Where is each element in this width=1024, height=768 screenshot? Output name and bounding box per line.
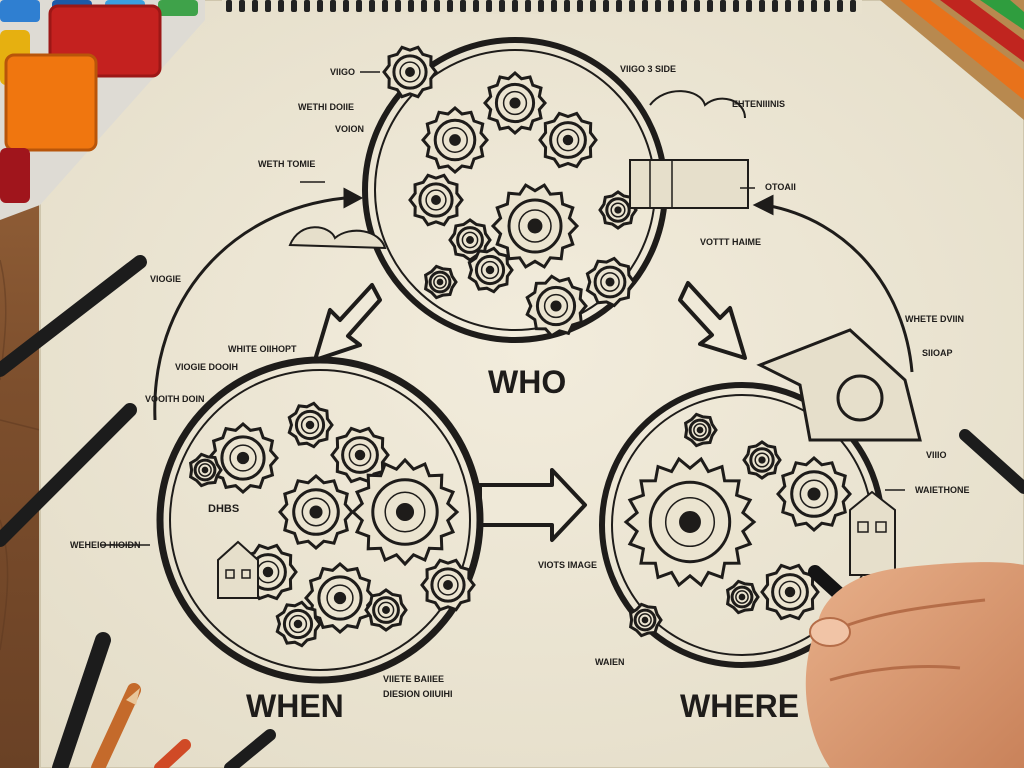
annotation-label: WETHI DOIIE xyxy=(298,102,354,112)
gear-icon xyxy=(350,457,460,567)
annotation-label: DIESION OIIUIHI xyxy=(383,689,453,699)
annotation-label: VIIGO xyxy=(330,67,355,77)
gear-icon xyxy=(382,45,438,99)
who-label: WHO xyxy=(488,364,566,400)
gear-icon xyxy=(483,71,547,135)
annotation-label: VIIETE BAIIEE xyxy=(383,674,444,684)
gear-icon xyxy=(207,422,279,494)
connector-arrows xyxy=(313,281,747,542)
annotation-label: VIIIO xyxy=(926,450,947,460)
annotation-label: WAIEN xyxy=(595,657,625,667)
annotation-label: DHBS xyxy=(208,503,239,515)
sketch-pencils xyxy=(0,255,276,768)
gear-icon xyxy=(304,562,376,634)
gear-icon xyxy=(278,474,354,550)
gear-icon xyxy=(364,588,408,632)
right-pencil xyxy=(959,429,1024,494)
paint-palette xyxy=(0,0,205,220)
gear-icon xyxy=(628,602,663,638)
leader-lines xyxy=(100,71,905,546)
gear-icon xyxy=(538,111,598,169)
gear-icon xyxy=(598,190,638,230)
where-gear-cluster xyxy=(599,328,922,668)
gear-icon xyxy=(623,456,757,588)
gear-icon xyxy=(725,579,760,615)
annotation-label: VIOGIE DOOIH xyxy=(175,362,238,372)
spiral-loops xyxy=(226,0,856,12)
drawing-hand xyxy=(805,562,1024,768)
gear-icon xyxy=(760,563,820,621)
gear-icon xyxy=(683,412,718,448)
when-label: WHEN xyxy=(246,688,344,724)
who-gear-cluster xyxy=(288,37,749,343)
annotation-label: OTOAII xyxy=(765,182,796,192)
where-label: WHERE xyxy=(680,688,799,724)
gear-icon xyxy=(585,256,636,308)
annotation-label: VOION xyxy=(335,124,364,134)
gear-icon xyxy=(330,426,390,484)
gear-icon xyxy=(188,452,223,488)
annotation-label: VOOITH DOIN xyxy=(145,394,205,404)
gear-icon xyxy=(423,264,458,300)
annotation-label: VIIGO 3 SIDE xyxy=(620,64,676,74)
gear-icon xyxy=(490,183,580,269)
gear-icon xyxy=(421,106,489,174)
annotation-label: WETH TOMIE xyxy=(258,159,315,169)
annotation-label: WHETE DVIIN xyxy=(905,314,964,324)
gear-icon xyxy=(420,558,476,612)
colored-pencils xyxy=(880,0,1024,120)
annotation-labels: VIIGO VIIGO 3 SIDE EHTENIIINIS WETHI DOI… xyxy=(70,64,970,699)
gear-icon xyxy=(525,274,588,338)
annotation-label: WAIETHONE xyxy=(915,485,970,495)
annotation-label: EHTENIIINIS xyxy=(732,99,785,109)
annotation-label: VIOTS IMAGE xyxy=(538,560,597,570)
gear-icon xyxy=(776,456,852,532)
gear-icon xyxy=(408,173,464,227)
annotation-label: VOTTT HAIME xyxy=(700,237,761,247)
cycle-arrows xyxy=(153,187,914,421)
gear-icon xyxy=(275,600,322,648)
when-gear-cluster xyxy=(156,356,484,684)
annotation-label: SIIOAP xyxy=(922,348,953,358)
annotation-label: WHITE OIIHOPT xyxy=(228,344,297,354)
annotation-label: VIOGIE xyxy=(150,274,181,284)
gear-icon xyxy=(287,401,334,449)
gear-icon xyxy=(467,246,514,294)
gear-icon xyxy=(742,440,782,480)
